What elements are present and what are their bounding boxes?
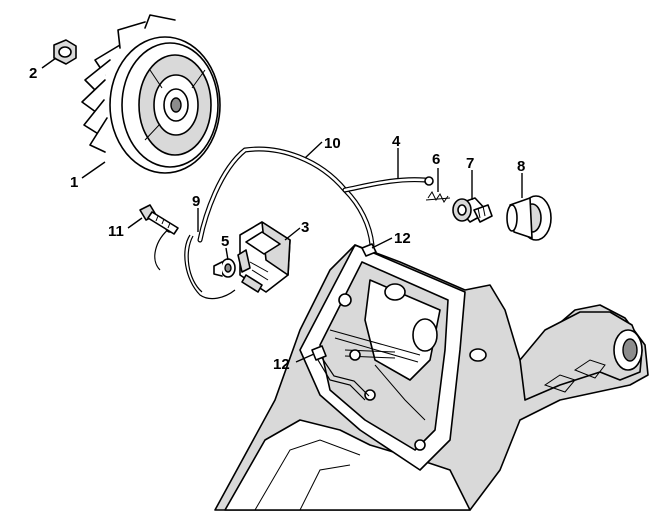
callout-6: 6	[432, 151, 440, 168]
leader-lines	[41, 57, 523, 363]
leader-2	[41, 57, 57, 69]
flywheel	[81, 14, 221, 174]
callout-10: 10	[324, 135, 341, 152]
callout-5: 5	[221, 233, 229, 250]
callout-3: 3	[301, 219, 309, 236]
callout-2: 2	[29, 65, 37, 82]
contact-spring	[452, 197, 493, 223]
leader-11	[127, 217, 143, 229]
callout-12a: 12	[394, 230, 411, 247]
short-circuit-wire	[197, 146, 434, 248]
screw	[139, 204, 179, 235]
nut	[53, 39, 77, 65]
callout-12b: 12	[273, 356, 290, 373]
callout-1: 1	[70, 174, 78, 191]
switch-boot	[506, 195, 552, 241]
housing	[214, 244, 649, 511]
leader-12a	[371, 237, 393, 249]
callout-8: 8	[517, 158, 525, 175]
callout-4: 4	[392, 133, 401, 150]
spark-terminal	[213, 258, 236, 278]
leader-10	[304, 141, 323, 159]
ignition-module	[237, 221, 291, 293]
callout-11: 11	[108, 223, 124, 240]
wire-clips	[311, 243, 377, 401]
callout-9: 9	[192, 193, 200, 210]
leader-5	[225, 247, 229, 261]
spring	[425, 191, 451, 203]
leader-12b	[295, 353, 315, 363]
callout-7: 7	[466, 155, 474, 172]
leader-1	[81, 161, 106, 179]
leader-3	[284, 227, 301, 241]
callout-labels: 1 2 3 4 5 6 7 8 9 10 11 12 12	[29, 65, 525, 373]
